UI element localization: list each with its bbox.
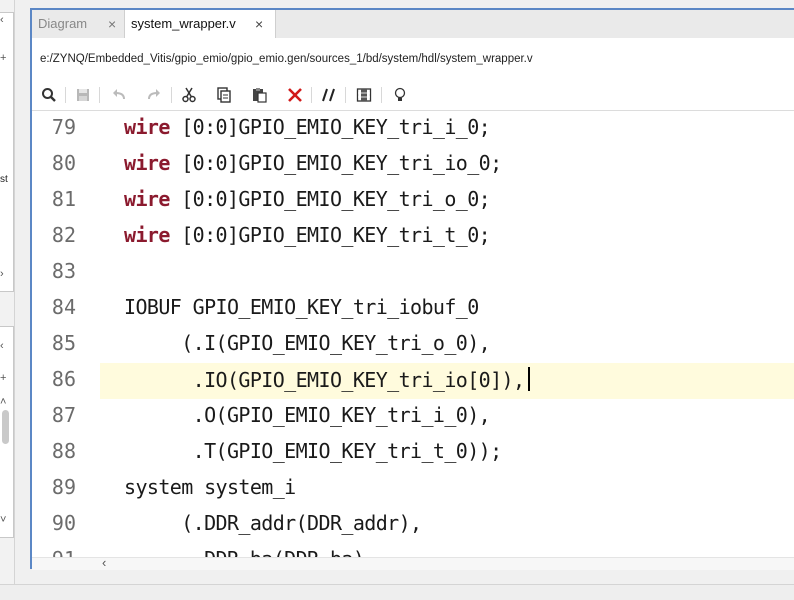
code-area[interactable]: 79 wire [0:0]GPIO_EMIO_KEY_tri_i_0; 80 w…	[32, 111, 794, 557]
code-line-current: 86 .IO(GPIO_EMIO_KEY_tri_io[0]),	[32, 363, 794, 399]
code-text: .IO(GPIO_EMIO_KEY_tri_io[0]),	[124, 368, 525, 392]
file-path-bar: e:/ZYNQ/Embedded_Vitis/gpio_emio/gpio_em…	[32, 38, 794, 80]
left-panel-clipped-text: st	[0, 174, 8, 185]
code-text: IOBUF GPIO_EMIO_KEY_tri_iobuf_0	[124, 295, 479, 319]
cut-icon[interactable]	[178, 84, 200, 106]
code-text: system system_i	[124, 475, 296, 499]
code-line: 84 IOBUF GPIO_EMIO_KEY_tri_iobuf_0	[32, 291, 794, 327]
copy-icon[interactable]	[213, 84, 235, 106]
tab-label: Diagram	[38, 16, 88, 31]
close-icon[interactable]: ×	[255, 16, 264, 32]
chevron-left-icon[interactable]: ‹	[0, 14, 4, 26]
scroll-down-icon[interactable]: ˅	[0, 514, 7, 526]
left-panel: ‹ + st › ‹ + ˄ ˅	[0, 0, 15, 599]
code-line: 87 .O(GPIO_EMIO_KEY_tri_i_0),	[32, 399, 794, 435]
undo-icon[interactable]	[108, 84, 130, 106]
line-number: 82	[51, 223, 76, 247]
line-number: 89	[51, 475, 76, 499]
code-text: (.I(GPIO_EMIO_KEY_tri_o_0),	[124, 331, 491, 355]
line-number: 81	[51, 187, 76, 211]
plus-icon[interactable]: +	[0, 372, 7, 384]
keyword: wire	[124, 223, 170, 247]
code-line: 82 wire [0:0]GPIO_EMIO_KEY_tri_t_0;	[32, 219, 794, 255]
code-line: 89 system system_i	[32, 471, 794, 507]
code-line: 81 wire [0:0]GPIO_EMIO_KEY_tri_o_0;	[32, 183, 794, 219]
line-number: 85	[51, 331, 76, 355]
line-number: 91	[32, 547, 76, 557]
line-number: 79	[51, 115, 76, 139]
redo-icon[interactable]	[143, 84, 165, 106]
keyword: wire	[124, 151, 170, 175]
chevron-left-icon[interactable]: ‹	[0, 340, 4, 352]
tab-diagram[interactable]: Diagram ×	[32, 10, 122, 38]
close-icon[interactable]: ×	[108, 16, 117, 32]
keyword: wire	[124, 115, 170, 139]
save-icon[interactable]	[72, 84, 94, 106]
code-line: 85 (.I(GPIO_EMIO_KEY_tri_o_0),	[32, 327, 794, 363]
comment-icon[interactable]	[318, 84, 340, 106]
code-text: .DDR_ba(DDR_ba),	[124, 547, 377, 557]
left-panel-upper	[0, 12, 14, 292]
code-line: 91 .DDR_ba(DDR_ba),	[32, 543, 794, 557]
code-line: 88 .T(GPIO_EMIO_KEY_tri_t_0));	[32, 435, 794, 471]
line-number: 86	[51, 367, 76, 391]
status-strip	[0, 584, 794, 600]
keyword: wire	[124, 187, 170, 211]
code-editor-window: Diagram × system_wrapper.v × e:/ZYNQ/Emb…	[30, 8, 794, 570]
code-text: [0:0]GPIO_EMIO_KEY_tri_o_0;	[169, 187, 491, 211]
line-number: 88	[51, 439, 76, 463]
horizontal-scrollbar[interactable]: ‹	[32, 555, 794, 570]
code-line: 90 (.DDR_addr(DDR_addr),	[32, 507, 794, 543]
code-text: .T(GPIO_EMIO_KEY_tri_t_0));	[124, 439, 503, 463]
code-line: 80 wire [0:0]GPIO_EMIO_KEY_tri_io_0;	[32, 147, 794, 183]
code-text: .O(GPIO_EMIO_KEY_tri_i_0),	[124, 403, 491, 427]
editor-toolbar	[32, 80, 794, 111]
search-icon[interactable]	[38, 84, 60, 106]
current-line-highlight	[100, 363, 794, 399]
line-number: 84	[51, 295, 76, 319]
tab-label: system_wrapper.v	[131, 16, 236, 31]
chevron-right-icon[interactable]: ›	[0, 268, 4, 280]
code-text: (.DDR_addr(DDR_addr),	[124, 511, 422, 535]
scroll-up-icon[interactable]: ˄	[0, 396, 7, 408]
delete-icon[interactable]	[284, 84, 306, 106]
line-number: 80	[51, 151, 76, 175]
left-panel-scrollbar[interactable]	[2, 410, 9, 444]
file-path: e:/ZYNQ/Embedded_Vitis/gpio_emio/gpio_em…	[40, 53, 533, 65]
column-select-icon[interactable]	[353, 84, 375, 106]
plus-icon[interactable]: +	[0, 52, 7, 64]
text-cursor	[528, 367, 531, 391]
code-text: [0:0]GPIO_EMIO_KEY_tri_t_0;	[169, 223, 491, 247]
line-number: 90	[51, 511, 76, 535]
line-number: 83	[51, 259, 76, 283]
code-text: [0:0]GPIO_EMIO_KEY_tri_i_0;	[169, 115, 491, 139]
lightbulb-icon[interactable]	[389, 84, 411, 106]
code-text: [0:0]GPIO_EMIO_KEY_tri_io_0;	[169, 151, 502, 175]
code-line: 83	[32, 255, 794, 291]
tab-system-wrapper[interactable]: system_wrapper.v ×	[124, 10, 276, 39]
code-line: 79 wire [0:0]GPIO_EMIO_KEY_tri_i_0;	[32, 111, 794, 147]
tab-bar: Diagram × system_wrapper.v ×	[32, 10, 794, 39]
line-number: 87	[51, 403, 76, 427]
paste-icon[interactable]	[248, 84, 270, 106]
scroll-left-icon[interactable]: ‹	[102, 555, 107, 570]
